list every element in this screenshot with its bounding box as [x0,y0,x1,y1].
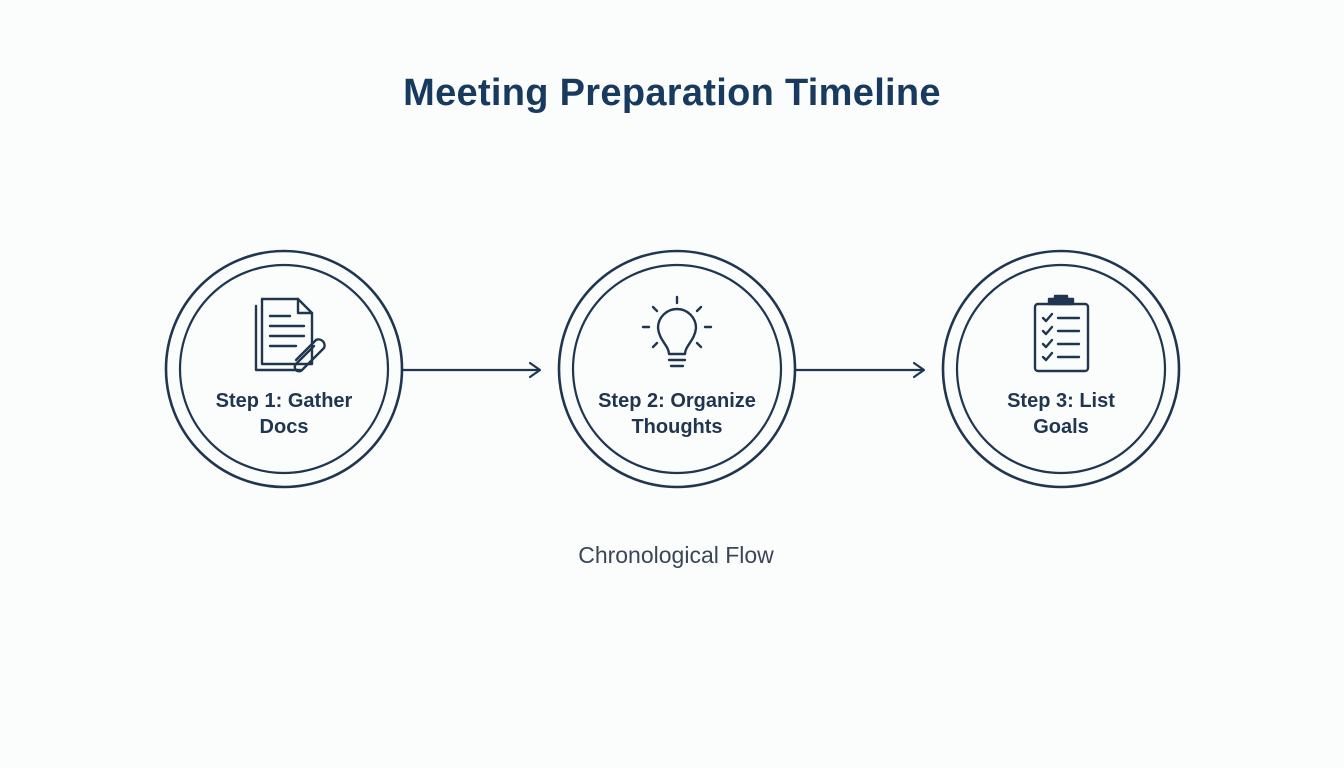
step-1-label: Step 1: Gather Docs [184,388,384,440]
step-3-outer-ring [941,249,1181,489]
step-3-label: Step 3: List Goals [961,388,1161,440]
step-1-node [164,249,404,489]
step-2-label-line-2: Thoughts [631,416,723,438]
step-1-inner-ring [178,263,390,475]
step-1-label-line-1: Step 1: Gather [215,390,353,412]
documents-paperclip-icon [254,297,326,373]
diagram-title: Meeting Preparation Timeline [403,72,941,114]
flow-caption: Chronological Flow [578,542,774,568]
step-1-label-line-2: Docs [259,416,309,438]
step-2-outer-ring [557,249,797,489]
clipboard-checklist-icon [1033,294,1090,373]
step-2-label: Step 2: Organize Thoughts [577,388,777,440]
lightbulb-icon [641,295,713,368]
step-3-label-line-2: Goals [1033,416,1089,438]
step-3-node [941,249,1181,489]
step-2-label-line-1: Step 2: Organize [598,390,756,412]
step-3-label-line-1: Step 3: List [1007,390,1115,412]
step-2-node [557,249,797,489]
step-2-inner-ring [571,263,783,475]
connector-arrow-2 [793,361,926,379]
connector-arrow-1 [400,361,542,379]
step-3-inner-ring [955,263,1167,475]
